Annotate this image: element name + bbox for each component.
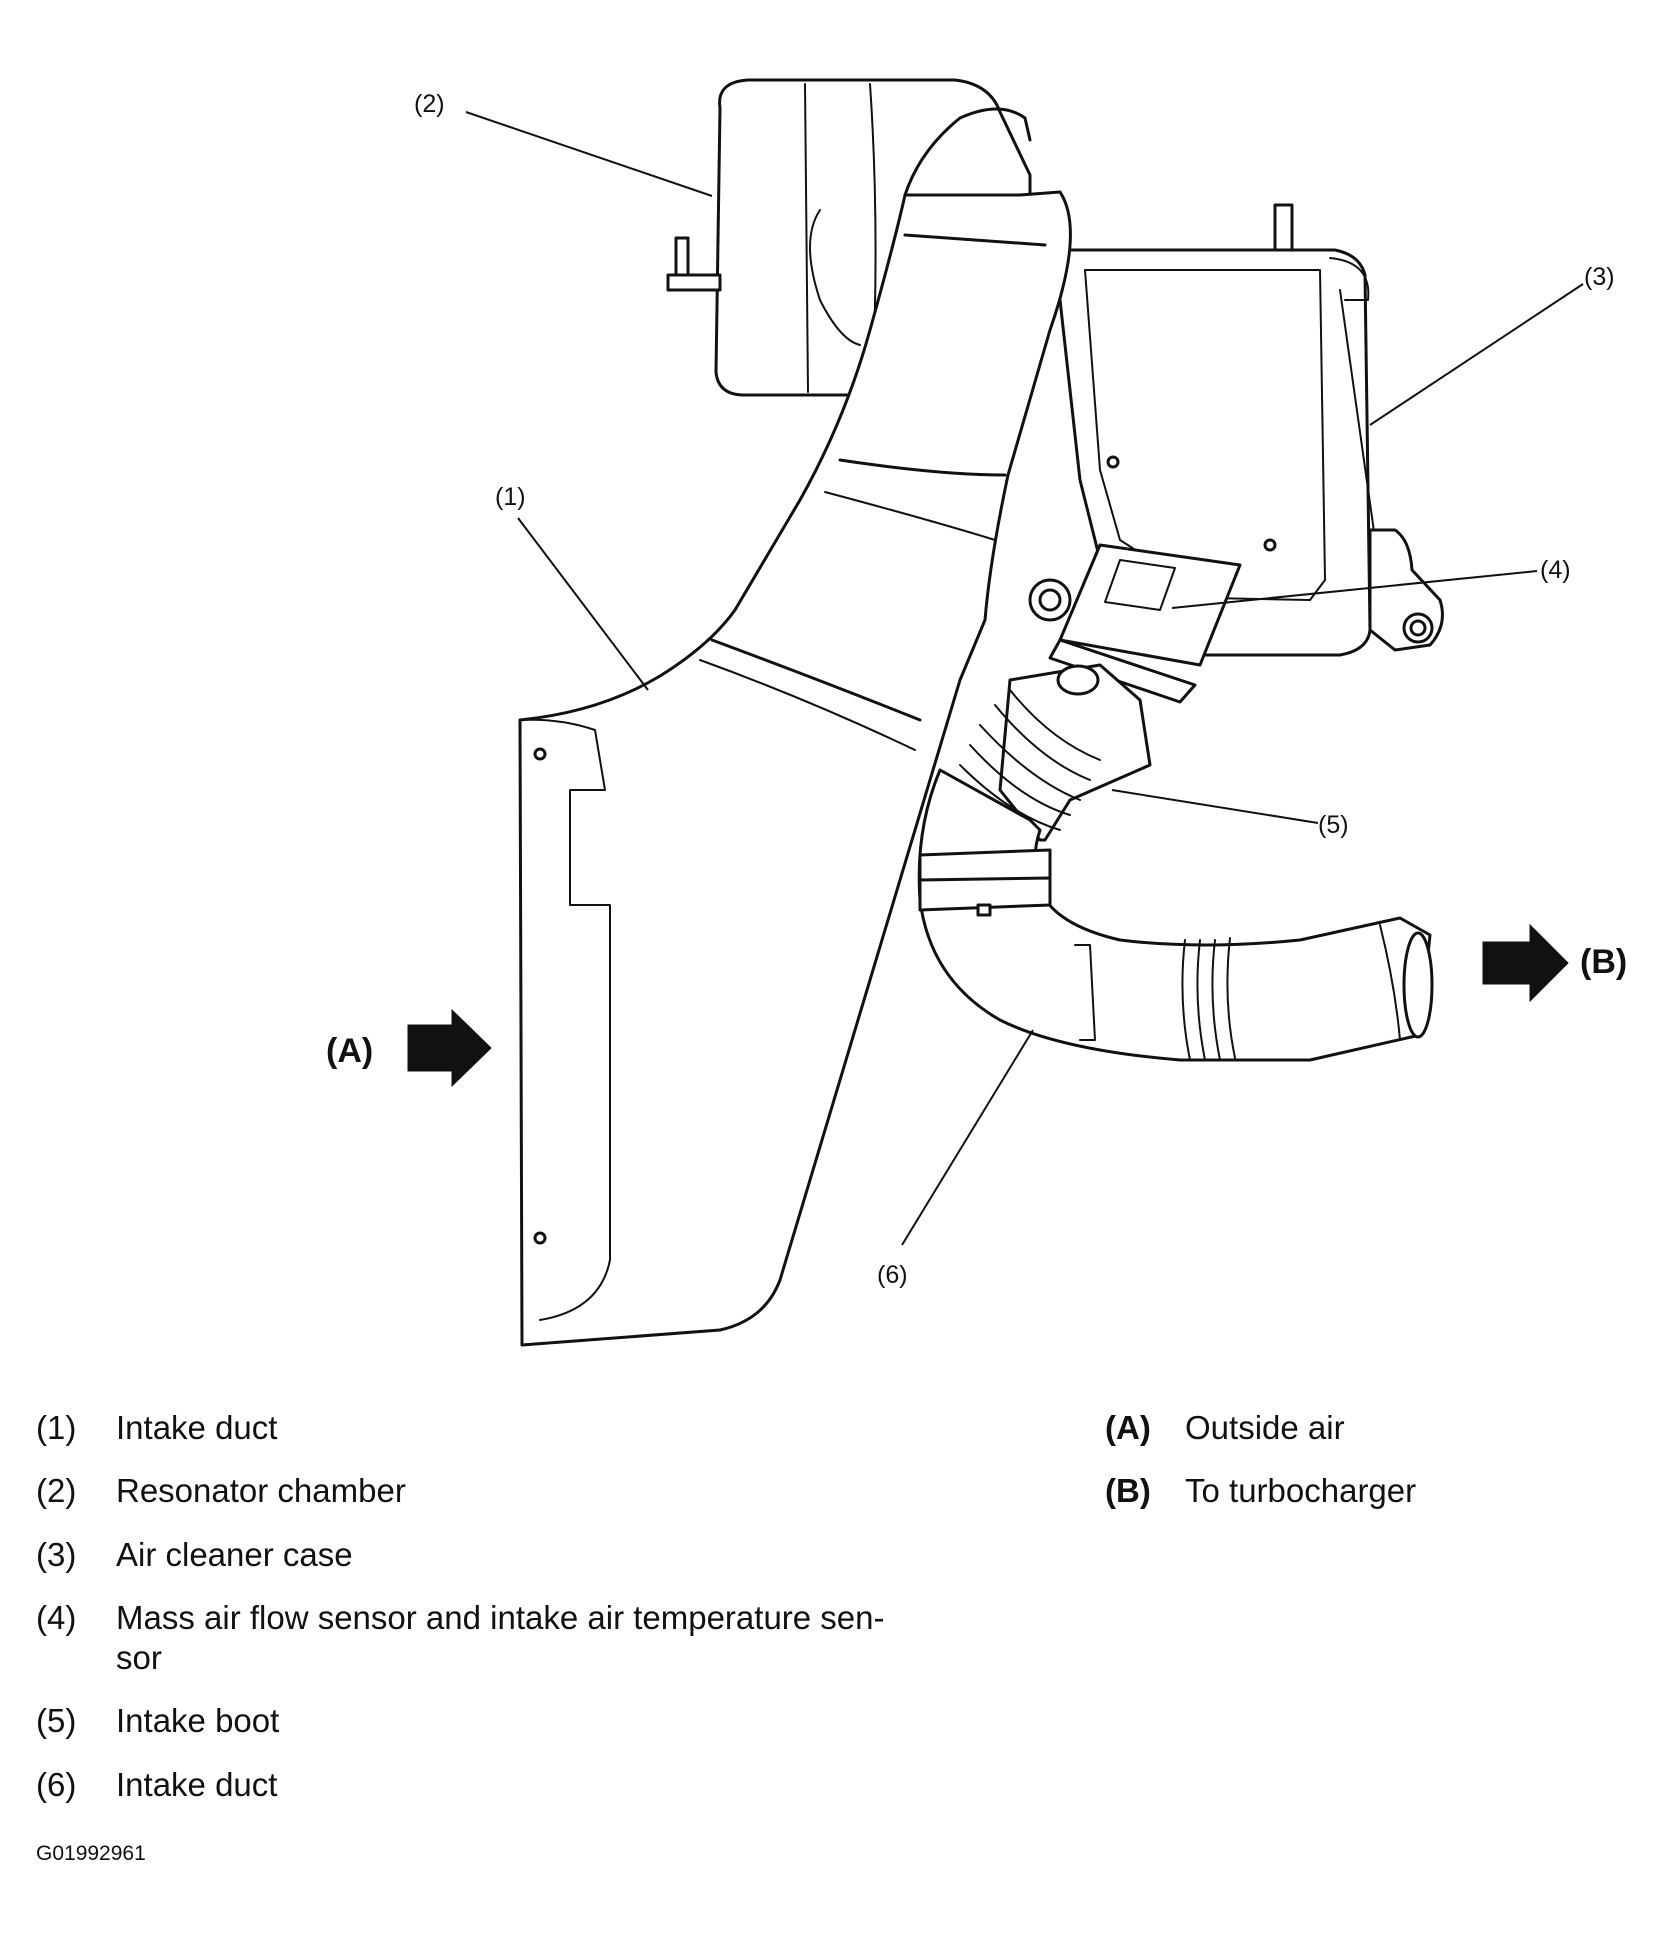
intake-system-diagram: (1) (2) (3) (4) (5) (6) (A) (B) <box>326 78 1627 1347</box>
flow-legend-number: (A) <box>1105 1409 1151 1446</box>
part-legend-description: Mass air flow sensor and intake air temp… <box>116 1598 885 1676</box>
part-legend-description: Intake duct <box>116 1409 278 1446</box>
flow-legend-row: (B) To turbocharger <box>1105 1471 1625 1511</box>
flow-legend-row: (A) Outside air <box>1105 1408 1625 1448</box>
callout-3: (3) <box>1584 263 1615 291</box>
flow-legend-description: To turbocharger <box>1185 1472 1417 1510</box>
figure-id: G01992961 <box>36 1842 146 1865</box>
part-legend-row: (5) Intake boot <box>36 1701 996 1741</box>
callout-2: (2) <box>414 90 445 118</box>
part-legend-number: (1) <box>36 1409 77 1446</box>
flow-legend-number: (B) <box>1105 1472 1151 1510</box>
part-legend-description: Intake boot <box>116 1702 280 1740</box>
callout-4: (4) <box>1540 556 1571 584</box>
callout-6: (6) <box>877 1261 908 1289</box>
flow-legend: (A) Outside air (B) To turbocharger <box>1105 1408 1625 1535</box>
parts-legend: (1) Intake duct (2) Resonator chamber (3) Air… <box>36 1408 996 1828</box>
part-legend-description: Intake duct <box>116 1765 278 1803</box>
part-legend-number: (2) <box>36 1472 77 1510</box>
flow-label-outlet: (B) <box>1580 943 1627 981</box>
part-legend-number: (5) <box>36 1702 77 1740</box>
callout-5: (5) <box>1318 811 1349 839</box>
part-legend-description: Air cleaner case <box>116 1535 353 1573</box>
outlet-arrow <box>1482 923 1569 1003</box>
inlet-arrow <box>407 1008 492 1088</box>
intake-boot <box>959 663 1152 842</box>
mass-air-flow-sensor <box>1028 543 1242 704</box>
part-legend-number: (4) <box>36 1598 77 1636</box>
part-legend-row: (3) Air cleaner case <box>36 1535 996 1575</box>
callout-1: (1) <box>495 483 526 511</box>
intake-duct-1 <box>518 107 1072 1347</box>
flow-label-inlet: (A) <box>326 1032 373 1070</box>
part-legend-row: (2) Resonator chamber <box>36 1471 996 1511</box>
part-legend-row: (1) Intake duct <box>36 1408 996 1448</box>
part-legend-row: (6) Intake duct <box>36 1765 996 1805</box>
part-legend-number: (6) <box>36 1765 77 1803</box>
part-legend-description: Resonator chamber <box>116 1472 406 1510</box>
flow-legend-description: Outside air <box>1185 1409 1345 1446</box>
part-legend-number: (3) <box>36 1535 77 1573</box>
intake-duct-6 <box>917 768 1434 1062</box>
part-legend-row: (4) Mass air flow sensor and intake air t… <box>36 1598 996 1679</box>
leader-lines <box>465 111 1584 1246</box>
